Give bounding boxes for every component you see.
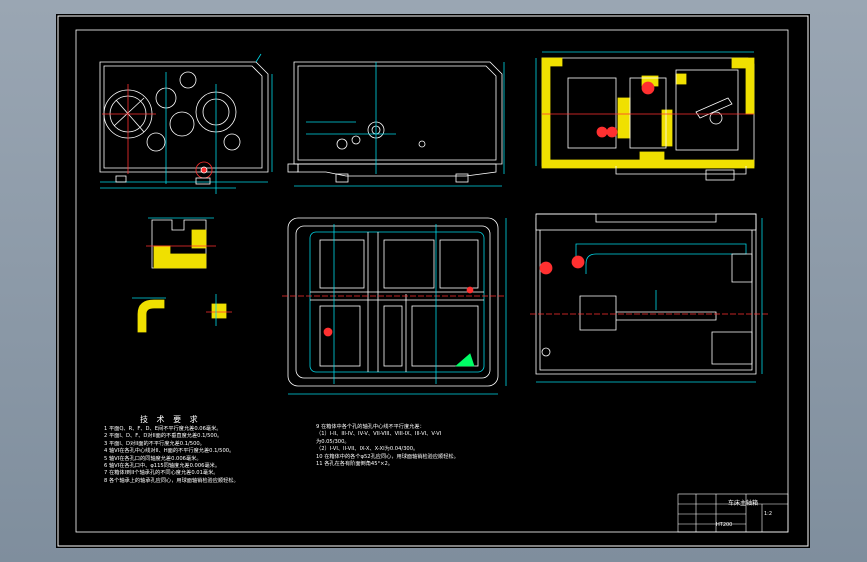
title-block-name: 车床主轴箱 [728,500,759,507]
note-line: 6 轴VI在各孔口中、φ115同轴度允差0.006毫米。 [104,463,221,470]
view-top-outline [287,61,505,187]
note-line: （2）I-VI、II-VII、IX-X、X-XI为0.04/300。 [316,446,419,453]
notes-title: 技 术 要 求 [140,415,201,424]
note-line: 为0.05/300。 [316,438,350,445]
outer-border [57,15,809,547]
inner-frame [75,29,789,533]
note-line: 1 平面Q、R、F、D、E间不平行度允差0.06毫米。 [104,426,222,432]
notes-left: 1 平面Q、R、F、D、E间不平行度允差0.06毫米。 2 平面I、D、F、D对… [104,426,239,485]
note-line: 8 各个轴承上的轴承孔应同心，用球面轴销检验应顺轻松。 [104,477,239,484]
note-line: 7 在箱体I到II个轴承孔的不同心度允差0.01毫米。 [104,470,219,477]
view-plan-middle [282,217,507,395]
title-block-material: HT200 [716,522,733,528]
view-section [535,51,755,181]
note-line: 10 在箱体中的各个φ52孔应同心，用球面轴销检验应顺轻松。 [316,453,459,460]
notes-right: 9 在箱体中各个孔的轴孔中心线不平行度允差： （1）I-II、III-IV、IV… [316,424,459,468]
note-line: 4 轴VI在各孔中心线对II、H面的不平行度允差0.1/500。 [104,448,235,455]
note-line: 2 平面I、D、F、D对II面的不垂直度允差0.1/500。 [104,433,223,440]
view-plan-right [530,213,768,383]
note-line: （1）I-II、III-IV、IV-V、VII-VIII、VIII-IX、III… [316,431,442,438]
note-line: 11 各孔在各有阶面倒角45°×2。 [316,461,393,468]
view-front-gears [99,53,273,194]
title-block [677,493,789,533]
drawing-canvas[interactable] [56,14,810,548]
detail-sections [132,217,232,333]
note-line: 3 平面I、D对II面的不平行度允差0.1/500。 [104,440,205,447]
title-block-scale: 1:2 [764,511,773,517]
note-line: 5 轴VI在各孔口的同轴度允差0.006毫米。 [104,455,202,462]
note-line: 9 在箱体中各个孔的轴孔中心线不平行度允差： [316,424,425,430]
drawing-sheet[interactable]: 技 术 要 求 1 平面Q、R、F、D、E间不平行度允差0.06毫米。 2 平面… [56,14,810,548]
